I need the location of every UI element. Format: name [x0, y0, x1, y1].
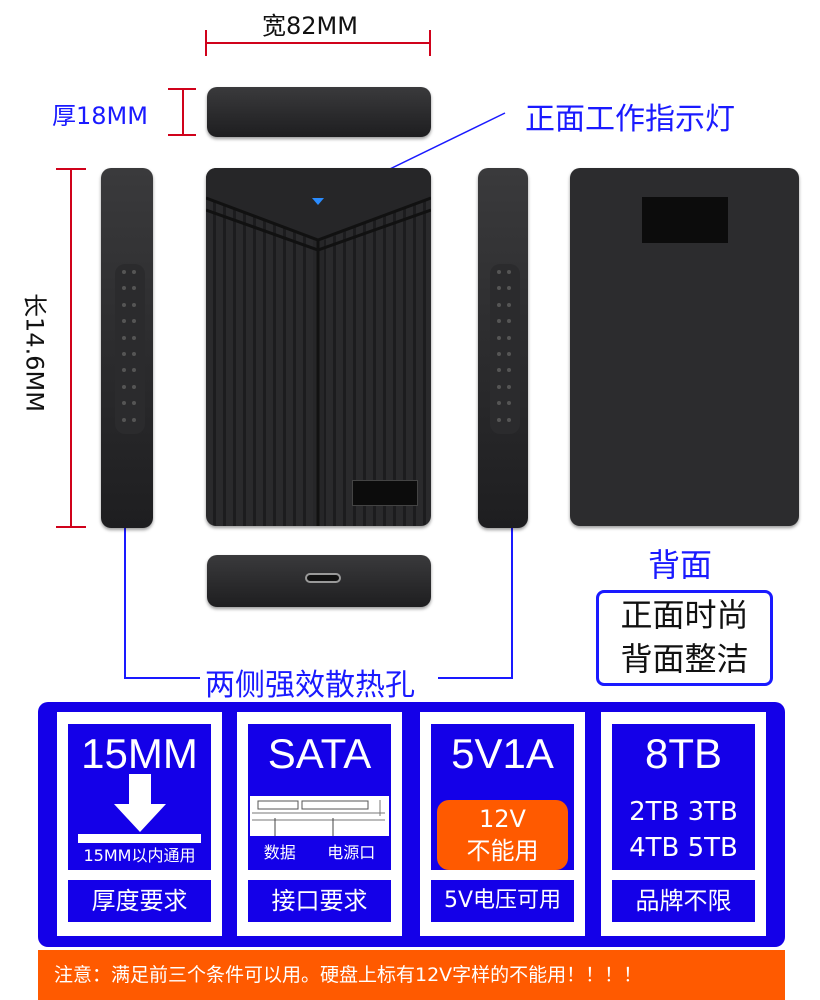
notice-bar: 注意：满足前三个条件可以用。硬盘上标有12V字样的不能用！！！！: [38, 950, 785, 1000]
dim-tick: [56, 526, 86, 528]
card-headline: 15MM: [81, 730, 198, 777]
vent-hole: [132, 368, 136, 373]
card-label: 品牌不限: [612, 880, 755, 922]
vent-hole: [122, 270, 126, 274]
card-headline: 8TB: [644, 730, 723, 777]
length-label: 长14.6MM: [20, 293, 49, 412]
front-window: [352, 480, 418, 506]
vent-hole: [132, 319, 136, 324]
dim-tick: [56, 168, 86, 170]
warning-line-2: 不能用: [466, 837, 539, 865]
vents-label: 两侧强效散热孔: [205, 668, 415, 703]
vent-hole: [122, 417, 126, 422]
vent-hole: [507, 401, 511, 406]
vent-hole: [507, 368, 511, 373]
vent-hole: [497, 286, 501, 291]
vent-hole: [497, 319, 501, 324]
vent-hole: [497, 335, 501, 340]
notice-text: 注意：满足前三个条件可以用。硬盘上标有12V字样的不能用！！！！: [54, 964, 643, 986]
vent-hole: [132, 335, 136, 340]
vent-hole: [132, 270, 136, 274]
vent-hole: [132, 417, 136, 422]
sata-connector-icon: [250, 796, 389, 836]
card-voltage: 5V1A 12V 不能用 5V电压可用: [420, 712, 585, 936]
vent-hole: [132, 401, 136, 406]
vent-hole: [507, 302, 511, 307]
style-box: 正面时尚 背面整洁: [596, 590, 773, 686]
vent-hole: [122, 401, 126, 406]
capacity-line-1: 2TB 3TB: [629, 797, 738, 827]
bottom-view-device: [207, 555, 431, 607]
vent-hole: [507, 335, 511, 340]
back-label-window: [642, 197, 728, 243]
vent-hole: [507, 351, 511, 356]
vent-hole: [132, 384, 136, 389]
warning-badge: 12V 不能用: [437, 800, 568, 870]
vent-hole: [122, 368, 126, 373]
vent-holes: [490, 264, 520, 434]
top-view-device: [207, 87, 431, 137]
vent-hole: [497, 302, 501, 307]
vent-hole: [122, 335, 126, 340]
thickness-label: 厚18MM: [52, 102, 148, 130]
vent-hole: [507, 384, 511, 389]
vent-hole: [507, 286, 511, 291]
dim-tick: [168, 88, 196, 90]
card-headline: SATA: [267, 730, 372, 777]
vent-hole: [122, 384, 126, 389]
vent-hole: [507, 319, 511, 324]
card-sub: 15MM以内通用: [83, 846, 196, 865]
front-indicator-label: 正面工作指示灯: [525, 102, 735, 137]
down-arrow-icon: [114, 774, 166, 832]
baseline-bar: [78, 834, 201, 843]
vent-hole: [122, 302, 126, 307]
vent-hole: [507, 417, 511, 422]
dim-tick: [429, 30, 431, 56]
card-headline: 5V1A: [451, 730, 554, 777]
style-line-2: 背面整洁: [620, 640, 749, 678]
dim-tick: [168, 134, 196, 136]
vent-hole: [132, 302, 136, 307]
right-side-device: [478, 168, 528, 528]
card-sub-power: 电源口: [327, 843, 376, 862]
front-y-pattern: [206, 168, 431, 526]
card-capacity: 8TB 2TB 3TB 4TB 5TB 品牌不限: [601, 712, 766, 936]
vent-holes: [115, 264, 145, 434]
capacity-line-2: 4TB 5TB: [629, 833, 738, 863]
card-sub-data: 数据: [263, 843, 296, 862]
length-dimension-line: [70, 168, 72, 528]
card-label: 接口要求: [248, 880, 391, 922]
width-label: 宽82MM: [262, 12, 358, 40]
back-view-device: [570, 168, 799, 526]
style-line-1: 正面时尚: [620, 596, 749, 634]
card-label: 厚度要求: [68, 880, 211, 922]
dim-tick: [205, 30, 207, 56]
vent-hole: [497, 384, 501, 389]
usb-c-port-icon: [305, 573, 341, 583]
card-label: 5V电压可用: [431, 880, 574, 922]
vent-hole: [497, 351, 501, 356]
warning-line-1: 12V: [479, 805, 526, 833]
vent-hole: [132, 351, 136, 356]
vent-hole: [122, 319, 126, 324]
thickness-dimension-line: [182, 88, 184, 136]
card-thickness: 15MM 15MM以内通用 厚度要求: [57, 712, 222, 936]
vent-hole: [122, 351, 126, 356]
vent-hole: [122, 286, 126, 291]
vent-hole: [497, 270, 501, 274]
indicator-light-icon: [312, 198, 324, 205]
left-side-device: [101, 168, 153, 528]
vent-hole: [497, 368, 501, 373]
card-interface: SATA 数据 电源口 接口要求: [237, 712, 402, 936]
vent-hole: [497, 401, 501, 406]
width-dimension-line: [205, 42, 431, 44]
vent-hole: [497, 417, 501, 422]
vent-hole: [132, 286, 136, 291]
back-label: 背面: [648, 546, 713, 584]
vent-hole: [507, 270, 511, 274]
front-view-device: [206, 168, 431, 526]
